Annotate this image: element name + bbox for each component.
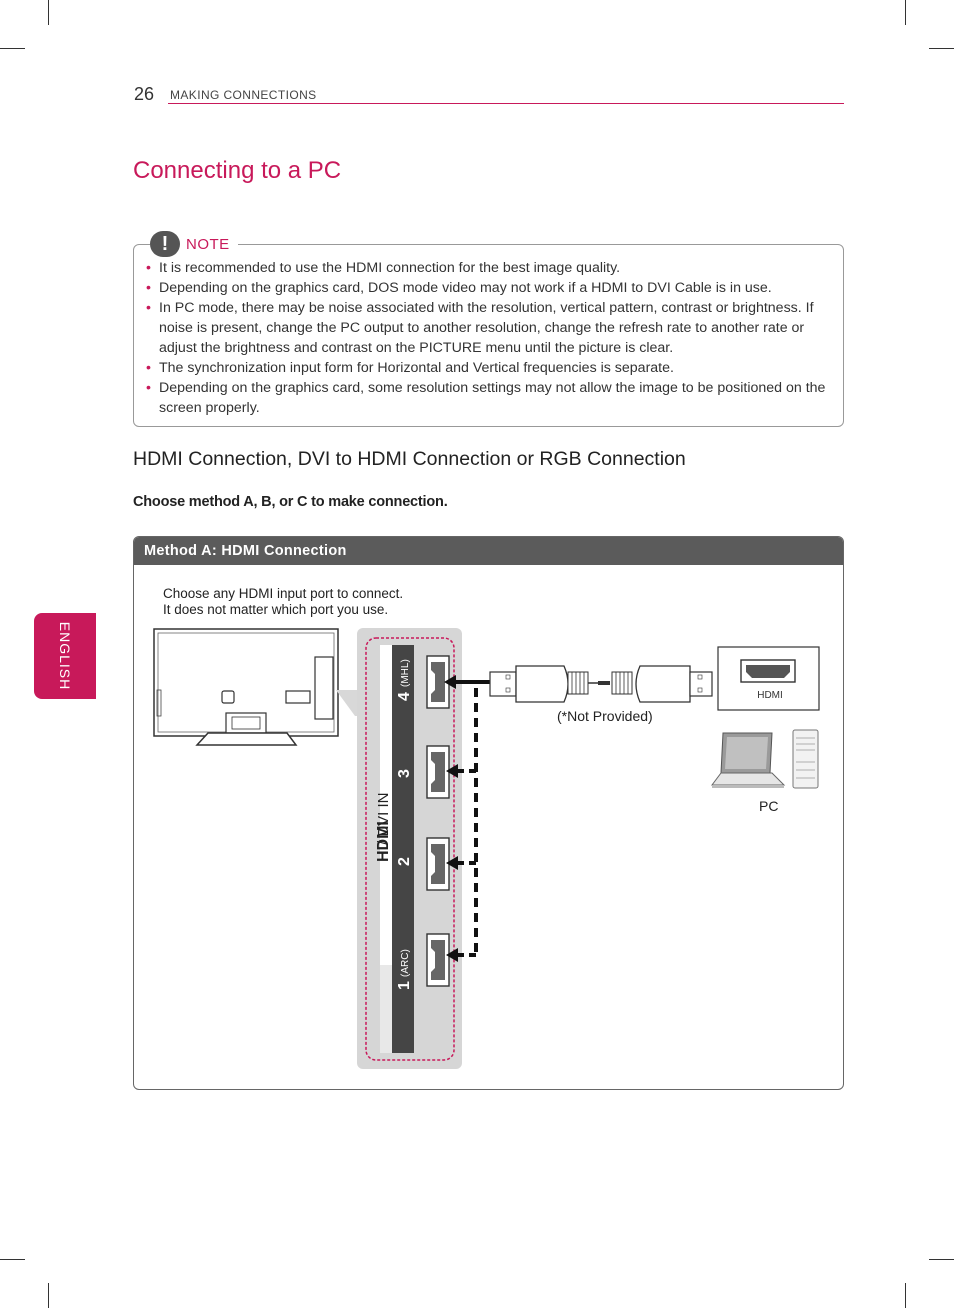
header-rule bbox=[168, 103, 844, 104]
exclamation-icon: ! bbox=[150, 231, 180, 257]
hdmi-panel-label: / DVI IN bbox=[375, 792, 392, 845]
note-label: NOTE bbox=[186, 235, 230, 253]
section-subtitle: HDMI Connection, DVI to HDMI Connection … bbox=[133, 448, 686, 470]
method-caption: Choose any HDMI input port to connect. I… bbox=[163, 586, 403, 618]
note-item: In PC mode, there may be noise associate… bbox=[146, 298, 834, 358]
language-side-tab: ENGLISH bbox=[34, 613, 96, 699]
caption-line: Choose any HDMI input port to connect. bbox=[163, 586, 404, 601]
port-2-label: 2 bbox=[396, 857, 413, 866]
note-box bbox=[133, 244, 844, 427]
pc-hdmi-port: HDMI bbox=[717, 646, 820, 711]
port-3-label: 3 bbox=[396, 769, 413, 778]
page-number: 26 bbox=[134, 84, 155, 104]
caption-line: It does not matter which port you use. bbox=[163, 602, 389, 617]
hdmi-port-panel: / DVI IN HDMI 1 (ARC) 2 3 4 (MHL) bbox=[357, 628, 462, 1069]
hdmi-port-2 bbox=[426, 837, 450, 891]
hdmi-port-3 bbox=[426, 745, 450, 799]
note-item: The synchronization input form for Horiz… bbox=[146, 358, 834, 378]
cable-not-provided-note: (*Not Provided) bbox=[557, 708, 653, 724]
section-label: MAKING CONNECTIONS bbox=[170, 88, 317, 102]
note-item: Depending on the graphics card, DOS mode… bbox=[146, 278, 834, 298]
port-4-label: 4 bbox=[396, 692, 413, 701]
port-1-suffix: (ARC) bbox=[400, 949, 411, 977]
note-item: Depending on the graphics card, some res… bbox=[146, 378, 834, 418]
method-header: Method A: HDMI Connection bbox=[134, 537, 843, 565]
hdmi-cable bbox=[489, 665, 713, 703]
tv-back-illustration bbox=[153, 628, 368, 746]
pc-label: PC bbox=[759, 798, 779, 814]
pc-hdmi-label: HDMI bbox=[757, 690, 783, 701]
connection-arrows bbox=[444, 675, 490, 962]
note-item: It is recommended to use the HDMI connec… bbox=[146, 258, 834, 278]
note-list: It is recommended to use the HDMI connec… bbox=[146, 258, 834, 418]
note-header: ! NOTE bbox=[150, 231, 238, 257]
instruction-text: Choose method A, B, or C to make connect… bbox=[133, 494, 448, 510]
pc-illustration bbox=[711, 729, 819, 789]
port-1-label: 1 bbox=[396, 981, 413, 990]
hdmi-brand-label: HDMI bbox=[375, 821, 392, 862]
method-a-box: Method A: HDMI Connection bbox=[133, 536, 844, 1090]
hdmi-port-4 bbox=[426, 655, 450, 709]
hdmi-port-1 bbox=[426, 933, 450, 987]
port-4-suffix: (MHL) bbox=[400, 659, 411, 687]
page-title: Connecting to a PC bbox=[133, 157, 342, 184]
